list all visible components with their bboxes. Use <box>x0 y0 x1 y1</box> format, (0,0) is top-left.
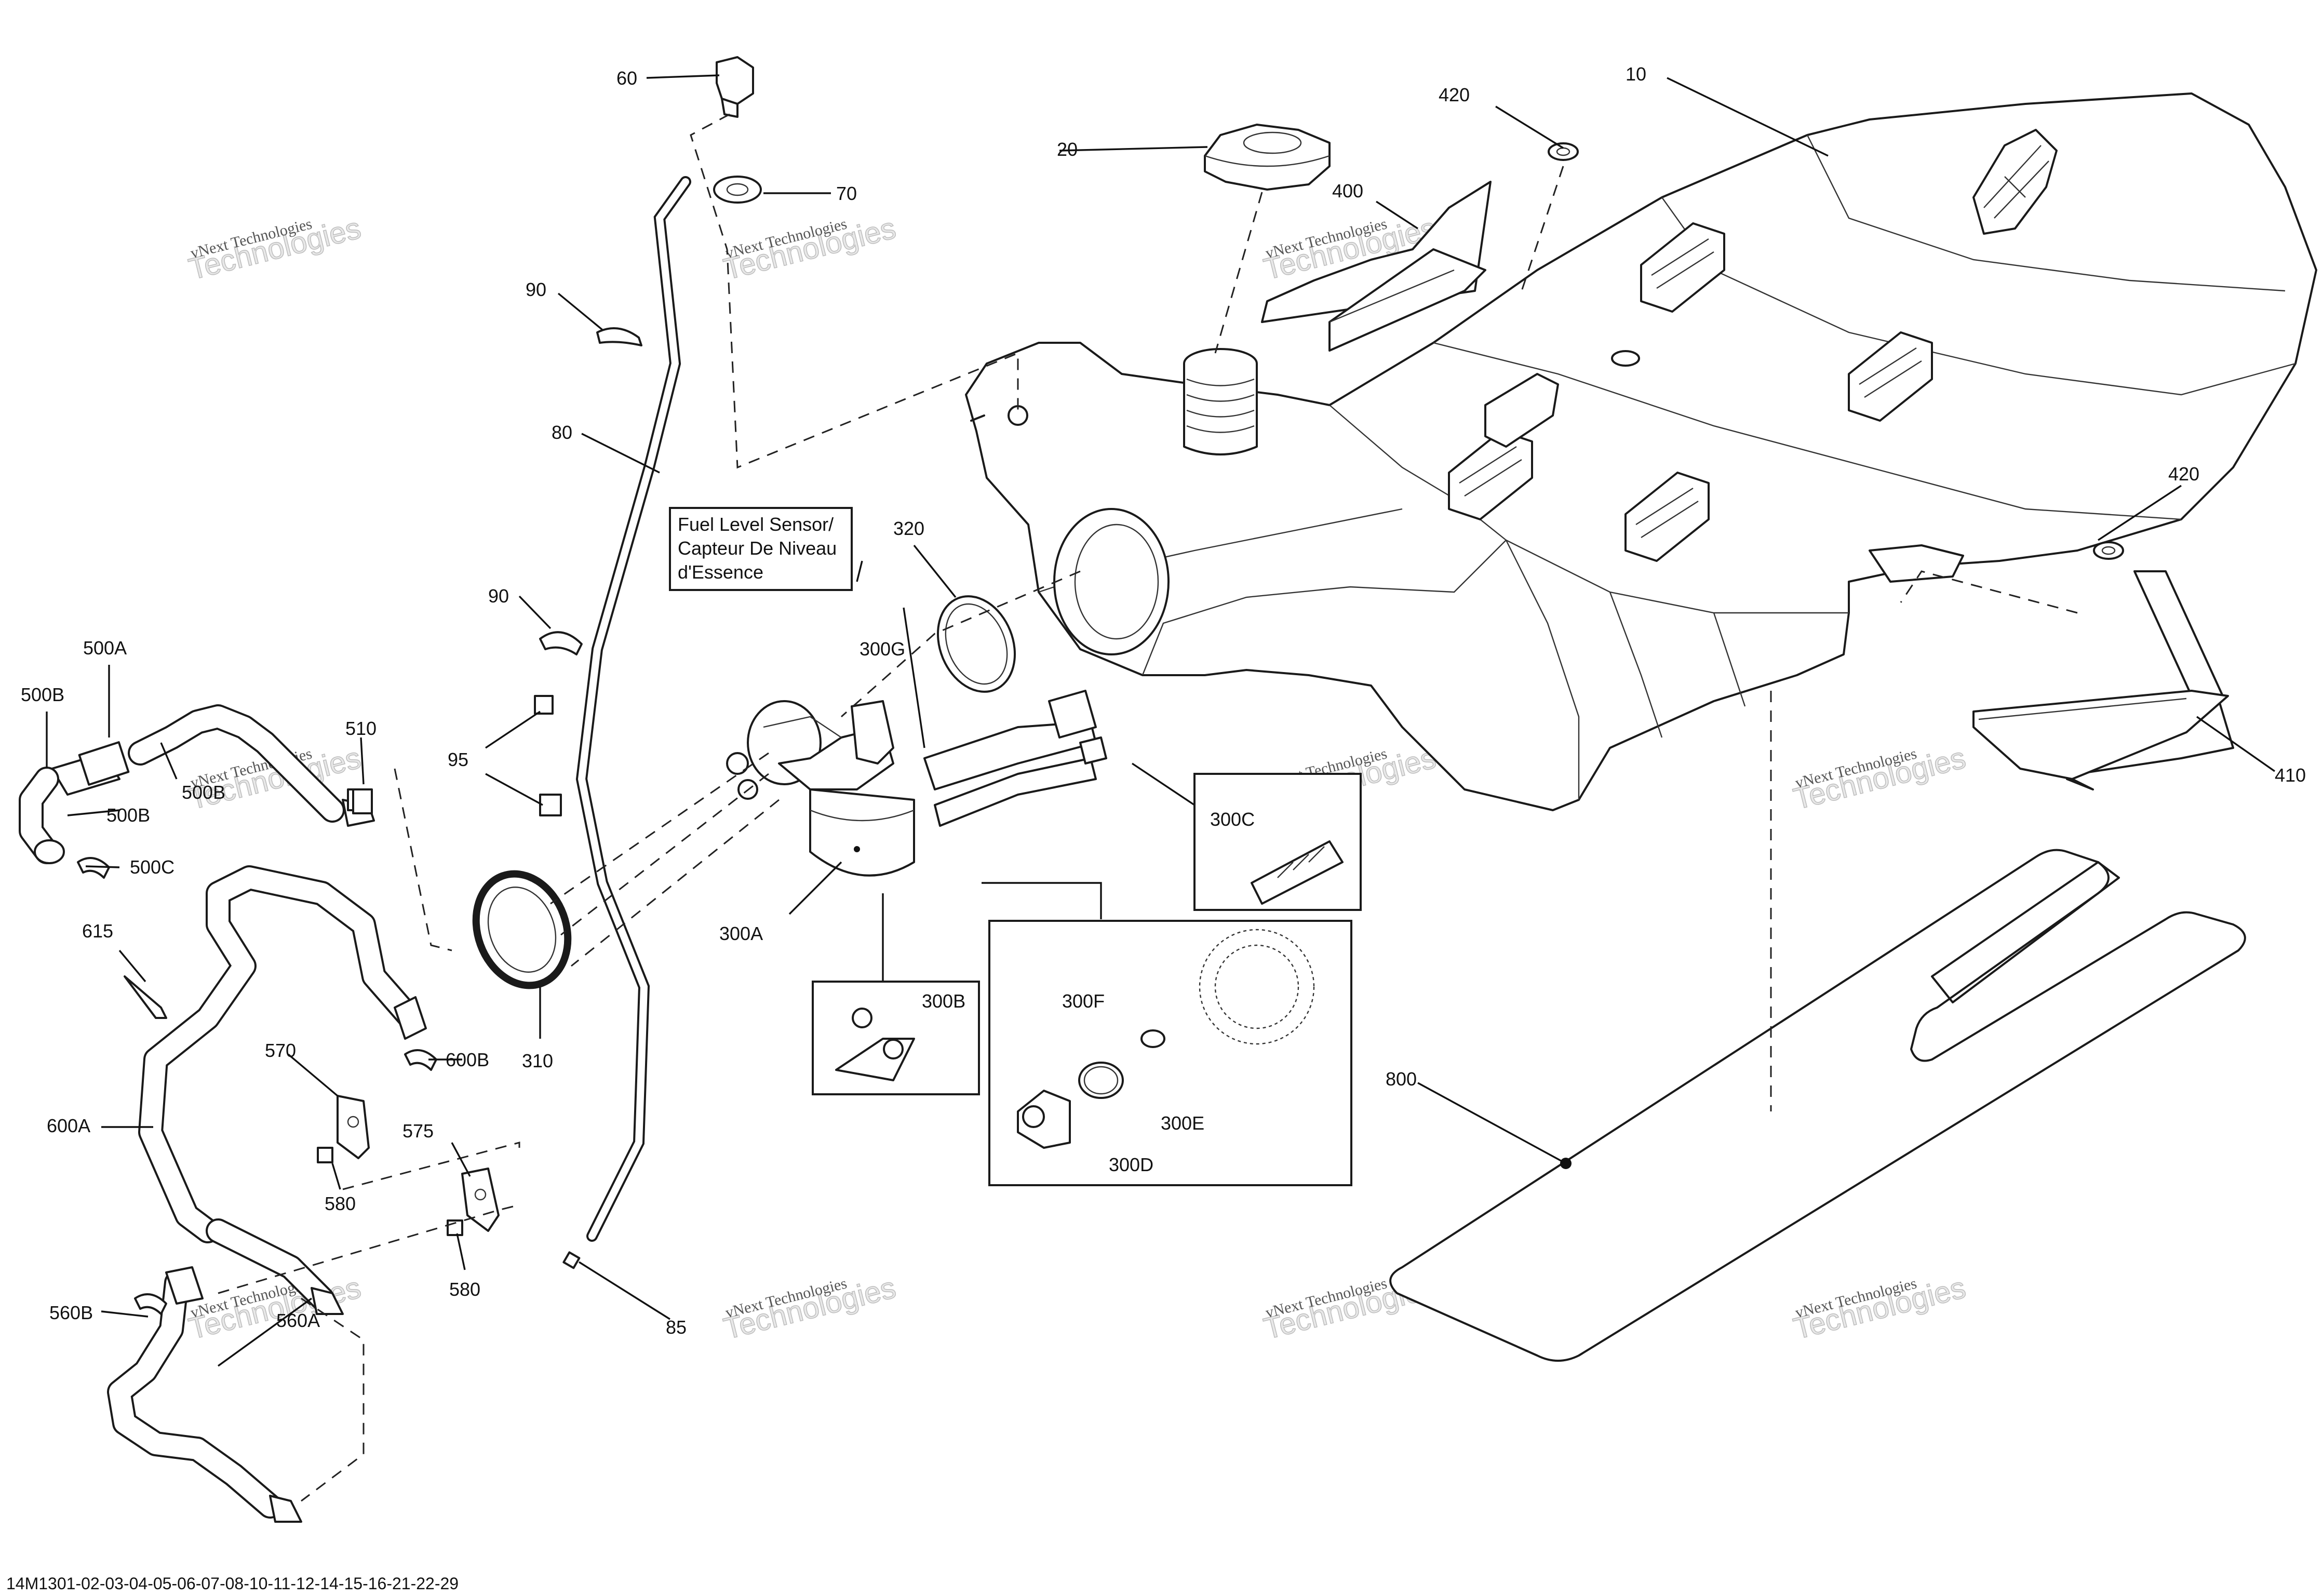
lock-ring-310 <box>472 870 572 989</box>
callout-label: 500B <box>21 684 64 705</box>
clamp-90 <box>596 327 642 346</box>
fuel-tank <box>965 92 2317 811</box>
callout-labels: 60 70 90 80 90 95 500A 500B 500B 500B 50… <box>21 63 2306 1338</box>
leader-lines <box>46 74 2275 1367</box>
callout-label: 500C <box>130 856 174 878</box>
callout-label: 600B <box>446 1049 489 1070</box>
sensor-label-line3: d'Essence <box>678 561 763 583</box>
heat-shield-400 <box>1261 181 1492 352</box>
callout-label: 410 <box>2275 765 2306 786</box>
callout-label: 420 <box>1439 84 1470 105</box>
grommet-70 <box>713 176 762 204</box>
sensor-label-line2: Capteur De Niveau <box>678 538 837 559</box>
detail-box-300c <box>1193 773 1362 911</box>
callout-label: 90 <box>488 585 509 607</box>
hose-560a <box>107 1266 302 1523</box>
tie-615 <box>124 975 167 1019</box>
bracket-570 <box>337 1095 370 1159</box>
callout-label: 600A <box>47 1115 90 1136</box>
callout-label: 60 <box>616 68 637 89</box>
callout-label: 420 <box>2168 463 2199 485</box>
fitting-85 <box>562 1251 581 1269</box>
assembly-dashed-lines <box>218 113 2078 1502</box>
clamp-90 <box>539 631 583 655</box>
clip-95 <box>539 794 562 816</box>
detail-box-300b <box>812 981 980 1095</box>
callout-label: 10 <box>1626 63 1646 85</box>
o-ring-320 <box>936 595 1016 693</box>
sensor-label-box: Fuel Level Sensor/ Capteur De Niveau d'E… <box>669 507 853 591</box>
clamp-500c <box>77 857 110 879</box>
grommet-420 <box>1548 142 1579 161</box>
callout-label: 310 <box>522 1050 553 1071</box>
callout-label: 90 <box>526 279 546 300</box>
tank-pad <box>1389 849 2246 1362</box>
grommet-420 <box>2093 541 2124 560</box>
hose-500a <box>19 704 375 864</box>
callout-label: 20 <box>1057 139 1078 160</box>
callout-label: 575 <box>402 1120 434 1142</box>
callout-label: 560A <box>276 1310 320 1331</box>
tank-mount-tab <box>1624 472 1710 562</box>
callout-label: 300G <box>860 638 905 660</box>
callout-label: 500A <box>83 637 127 659</box>
callout-label: 510 <box>345 718 377 739</box>
callout-label: 500B <box>106 804 150 826</box>
bracket-575 <box>461 1168 500 1232</box>
callout-label: 615 <box>82 920 113 942</box>
callout-label: 580 <box>325 1193 356 1214</box>
callout-label: 95 <box>448 749 468 770</box>
sensor-label-line1: Fuel Level Sensor/ <box>678 514 834 535</box>
callout-label: 85 <box>666 1317 687 1338</box>
callout-label: 300C <box>1210 809 1255 830</box>
fuel-pump-assembly <box>726 690 1107 877</box>
callout-label: 80 <box>552 422 572 443</box>
nut-580 <box>317 1147 333 1163</box>
callout-label: 300D <box>1109 1154 1153 1175</box>
clamp-560b <box>134 1293 167 1315</box>
callout-label: 300F <box>1062 990 1105 1012</box>
callout-label: 300E <box>1161 1112 1204 1134</box>
callout-label: 300B <box>922 990 965 1012</box>
clip-510 <box>352 788 373 814</box>
callout-label: 580 <box>449 1279 480 1300</box>
callout-label: 570 <box>265 1040 296 1061</box>
hose-600a <box>138 865 427 1315</box>
callout-label: 560B <box>49 1302 93 1323</box>
diagram-reference-code: 14M1301-02-03-04-05-06-07-08-10-11-12-14… <box>6 1574 459 1593</box>
callout-label: 500B <box>182 782 225 803</box>
vent-valve-60 <box>716 56 754 118</box>
callout-label: 800 <box>1386 1068 1417 1090</box>
callout-label: 320 <box>893 518 924 539</box>
tank-mount-tab <box>1484 373 1559 448</box>
callout-label: 400 <box>1332 180 1363 202</box>
fuel-cap <box>1204 124 1331 191</box>
callout-label: 70 <box>836 183 857 204</box>
heat-shield-410 <box>1972 570 2234 790</box>
callout-label: 300A <box>719 923 763 944</box>
vent-hose-80 <box>575 176 691 1242</box>
tank-mount-tab <box>1848 331 1933 422</box>
clip-95 <box>534 695 554 715</box>
clamp-600b <box>404 1049 437 1071</box>
detail-box-seals <box>988 920 1352 1186</box>
tank-mount-tab <box>1640 222 1725 313</box>
